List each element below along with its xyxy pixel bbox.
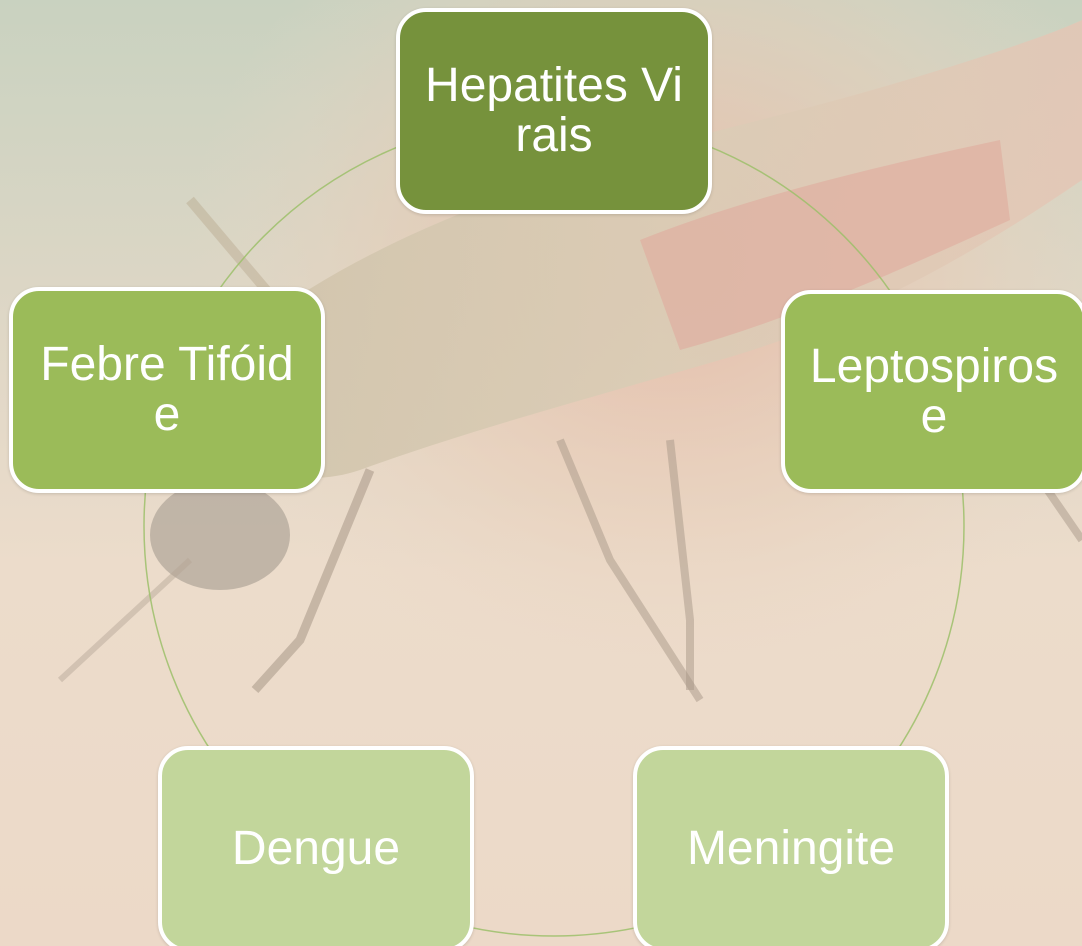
node-hepatites-virais: Hepatites Virais: [396, 8, 712, 214]
node-leptospirose: Leptospirose: [781, 290, 1082, 493]
node-label: Leptospirose: [804, 342, 1064, 442]
node-febre-tifoide: Febre Tifóide: [9, 287, 325, 493]
node-label: Hepatites Virais: [424, 61, 684, 161]
node-label: Meningite: [687, 824, 895, 874]
node-label: Dengue: [232, 824, 400, 874]
node-label: Febre Tifóide: [37, 340, 297, 440]
node-meningite: Meningite: [633, 746, 949, 946]
node-dengue: Dengue: [158, 746, 474, 946]
